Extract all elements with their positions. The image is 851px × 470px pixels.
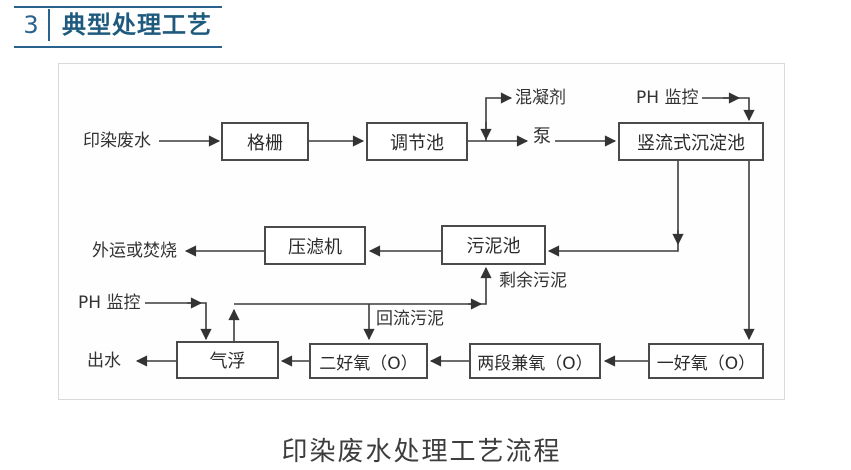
flowchart-panel: 格栅 调节池 竖流式沉淀池 压滤机 污泥池 气浮 二好氧（O） 两段兼氧（O） … <box>58 63 785 400</box>
box-two-stage-facultative: 两段兼氧（O） <box>469 343 601 379</box>
box-grille: 格栅 <box>221 122 309 161</box>
arrow-ph-top-elbow <box>702 97 755 122</box>
header-top-rule <box>14 6 222 8</box>
box-regulating-tank: 调节池 <box>366 122 468 161</box>
box-air-flotation: 气浮 <box>176 341 279 379</box>
label-external-disposal: 外运或焚烧 <box>92 241 177 261</box>
flow-arrows <box>135 92 755 367</box>
label-coagulant: 混凝剂 <box>515 88 566 108</box>
arrow-excess-sludge-line <box>234 266 492 305</box>
box-sludge-tank: 污泥池 <box>441 225 546 265</box>
arrow-ph-bottom-elbow <box>145 302 212 341</box>
header-divider <box>48 9 50 41</box>
section-title: 典型处理工艺 <box>62 11 212 39</box>
arrow-sed-to-sludge-tank <box>547 161 679 257</box>
figure-caption: 印染废水处理工艺流程 <box>281 437 562 467</box>
section-number: 3 <box>23 11 39 39</box>
label-pump: 泵 <box>533 126 551 147</box>
label-excess-sludge: 剩余污泥 <box>499 271 567 291</box>
box-filter-press: 压滤机 <box>264 226 366 265</box>
label-return-sludge: 回流污泥 <box>376 309 444 329</box>
box-sedimentation-tank: 竖流式沉淀池 <box>618 122 764 161</box>
box-first-aerobic: 一好氧（O） <box>648 343 764 379</box>
box-second-aerobic: 二好氧（O） <box>309 343 428 379</box>
arrow-to-coagulant-label <box>485 92 513 141</box>
label-ph-monitor-top: PH 监控 <box>636 88 699 108</box>
label-ph-monitor-bottom: PH 监控 <box>78 293 141 313</box>
label-influent: 印染废水 <box>83 131 151 151</box>
header-bottom-rule <box>14 46 222 48</box>
label-effluent: 出水 <box>87 351 121 371</box>
